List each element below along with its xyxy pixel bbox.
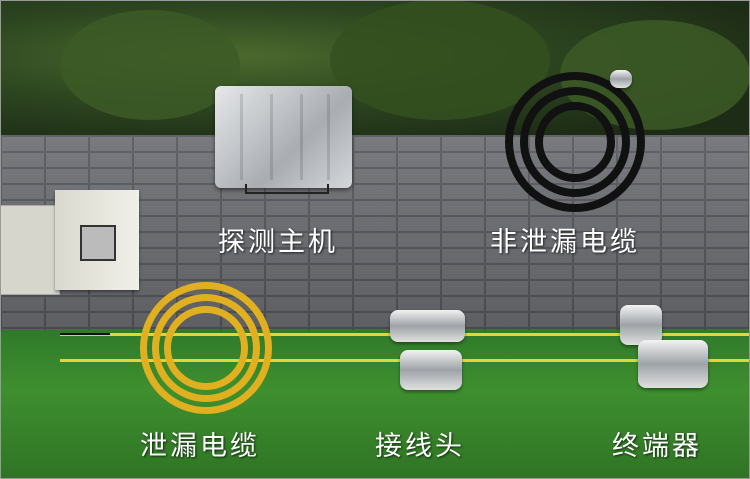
connector-part (390, 310, 465, 342)
terminator-part (638, 340, 708, 388)
label-terminator: 终端器 (612, 431, 702, 462)
connector-part (400, 350, 462, 390)
leaky-cable-coil (164, 306, 248, 390)
cabinet-door (0, 205, 60, 295)
cabinet-inner-unit (80, 225, 116, 261)
tree (60, 10, 240, 120)
tree (330, 0, 550, 120)
non-leaky-cable-coil (520, 87, 630, 197)
leaky-cable-coil (152, 294, 260, 402)
grass-ground (0, 330, 750, 479)
label-non-leaky-cable: 非泄漏电缆 (490, 227, 640, 258)
cable-connector (610, 70, 632, 88)
label-connector: 接线头 (375, 431, 465, 462)
detector-host-box (215, 86, 352, 188)
terminator-part (620, 305, 662, 345)
non-leaky-cable-coil (505, 72, 645, 212)
non-leaky-cable-coil (535, 102, 615, 182)
label-leaky-cable: 泄漏电缆 (140, 431, 260, 462)
feeder-line (60, 333, 110, 335)
host-stand (245, 184, 329, 194)
leaky-cable-coil (140, 282, 272, 414)
label-host: 探测主机 (218, 227, 338, 258)
